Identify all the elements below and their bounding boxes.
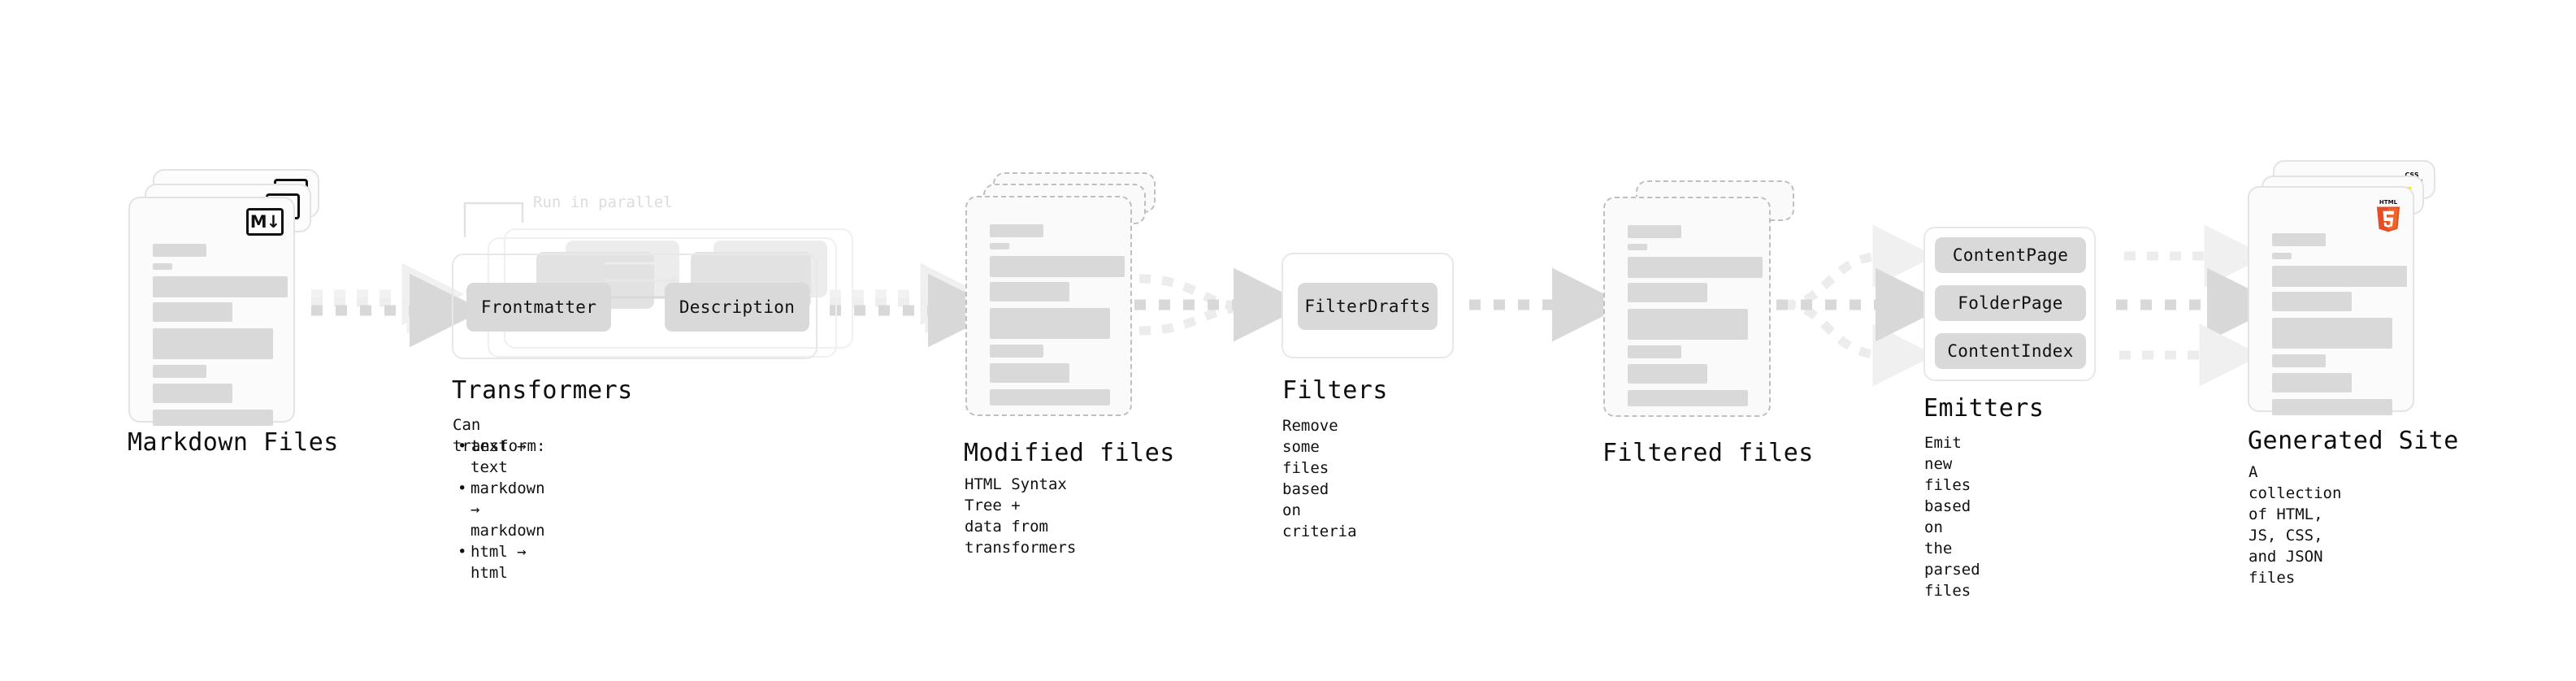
skeleton-line	[2272, 266, 2407, 287]
skeleton-line	[1628, 390, 1748, 406]
emitter-chip-contentpage[interactable]: ContentPage	[1935, 237, 2086, 273]
skeleton-line	[153, 276, 288, 297]
connector-markdown-to-transformers	[311, 262, 484, 348]
skeleton-line	[1628, 345, 1681, 358]
emitter-chip-folderpage[interactable]: FolderPage	[1935, 285, 2086, 321]
connector-filtered-to-emitters	[1776, 224, 1949, 387]
stage-title-generated-site: Generated Site	[2248, 427, 2459, 455]
connector-emitters-to-site	[2116, 224, 2281, 387]
emitters-description: Emit new files based on the parsed files	[1924, 434, 1980, 600]
skeleton-line	[153, 302, 232, 322]
skeleton-line	[153, 365, 206, 378]
skeleton-line	[153, 384, 232, 403]
stage-title-filtered-files: Filtered files	[1602, 439, 1814, 467]
transformers-bullet: markdown → markdown	[458, 478, 544, 541]
skeleton-line	[1628, 225, 1681, 238]
skeleton-line	[153, 328, 273, 359]
svg-text:HTML: HTML	[2379, 198, 2398, 206]
transformer-chip-description[interactable]: Description	[665, 283, 809, 332]
skeleton-line	[153, 263, 172, 270]
skeleton-line	[153, 410, 273, 426]
skeleton-line	[990, 243, 1009, 249]
stage-title-emitters: Emitters	[1923, 394, 2045, 423]
skeleton-line	[990, 389, 1110, 406]
skeleton-line	[153, 244, 206, 257]
filter-chip-filterdrafts[interactable]: FilterDrafts	[1298, 283, 1438, 330]
transformer-chip-frontmatter[interactable]: Frontmatter	[466, 283, 611, 332]
transformers-bullet: text → text	[458, 436, 545, 478]
skeleton-line	[990, 345, 1043, 358]
skeleton-line	[1628, 283, 1707, 302]
site-card-front: HTML	[2248, 186, 2414, 415]
transformers-panel-front	[452, 254, 817, 359]
modified-files-description: HTML Syntax Tree + data from transformer…	[965, 475, 1077, 557]
skeleton-line	[2272, 373, 2352, 393]
stage-title-filters: Filters	[1282, 376, 1388, 405]
skeleton-line	[2272, 253, 2292, 259]
skeleton-line	[990, 363, 1069, 383]
skeleton-line	[990, 224, 1043, 237]
skeleton-line	[2272, 292, 2352, 311]
stage-title-modified-files: Modified files	[964, 439, 1175, 467]
markdown-card-front: M↓	[128, 197, 295, 426]
modified-card-front	[965, 196, 1132, 416]
skeleton-line	[1628, 309, 1748, 340]
stage-title-markdown-files: Markdown Files	[128, 428, 339, 457]
transformers-bullet: html → html	[458, 541, 545, 583]
skeleton-line	[990, 256, 1125, 277]
skeleton-line	[1628, 244, 1647, 250]
skeleton-line	[2272, 318, 2392, 349]
skeleton-line	[2272, 233, 2326, 246]
filtered-card-front	[1603, 197, 1771, 417]
skeleton-line	[990, 282, 1069, 301]
emitter-chip-contentindex[interactable]: ContentIndex	[1935, 333, 2086, 369]
generated-site-description: A collection of HTML, JS, CSS, and JSON …	[2249, 463, 2342, 587]
markdown-icon: M↓	[246, 208, 284, 236]
stage-title-transformers: Transformers	[452, 376, 633, 405]
filters-description: Remove some files based on criteria	[1282, 417, 1357, 540]
skeleton-line	[1628, 257, 1763, 278]
skeleton-line	[2272, 354, 2326, 367]
run-in-parallel-label: Run in parallel	[533, 193, 673, 211]
html5-icon: HTML	[2374, 197, 2403, 233]
transformers-bullet-list: text → text markdown → markdown html → h…	[453, 436, 545, 583]
skeleton-line	[2272, 399, 2392, 415]
connector-modified-to-filters	[1134, 267, 1308, 342]
skeleton-line	[1628, 364, 1707, 384]
skeleton-line	[990, 308, 1110, 339]
